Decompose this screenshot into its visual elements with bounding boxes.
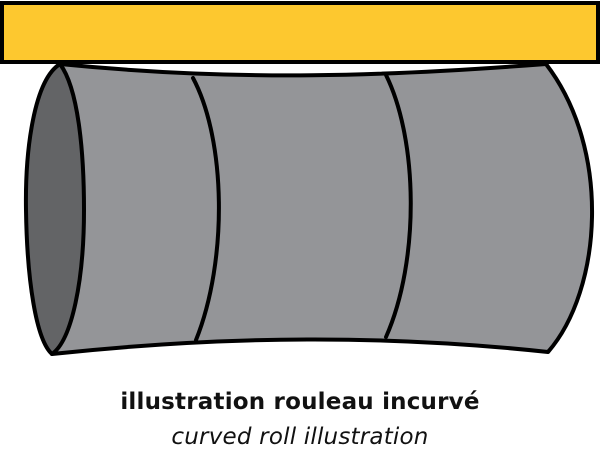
- roll-body: [45, 62, 595, 356]
- roll-end-face: [23, 62, 86, 356]
- top-bar: [0, 1, 600, 64]
- caption-french: illustration rouleau incurvé: [120, 389, 480, 415]
- roll-seam-right: [384, 73, 413, 339]
- curved-roll-diagram: [0, 1, 600, 356]
- roll-seam-left: [191, 76, 221, 342]
- caption-english: curved roll illustration: [171, 424, 429, 450]
